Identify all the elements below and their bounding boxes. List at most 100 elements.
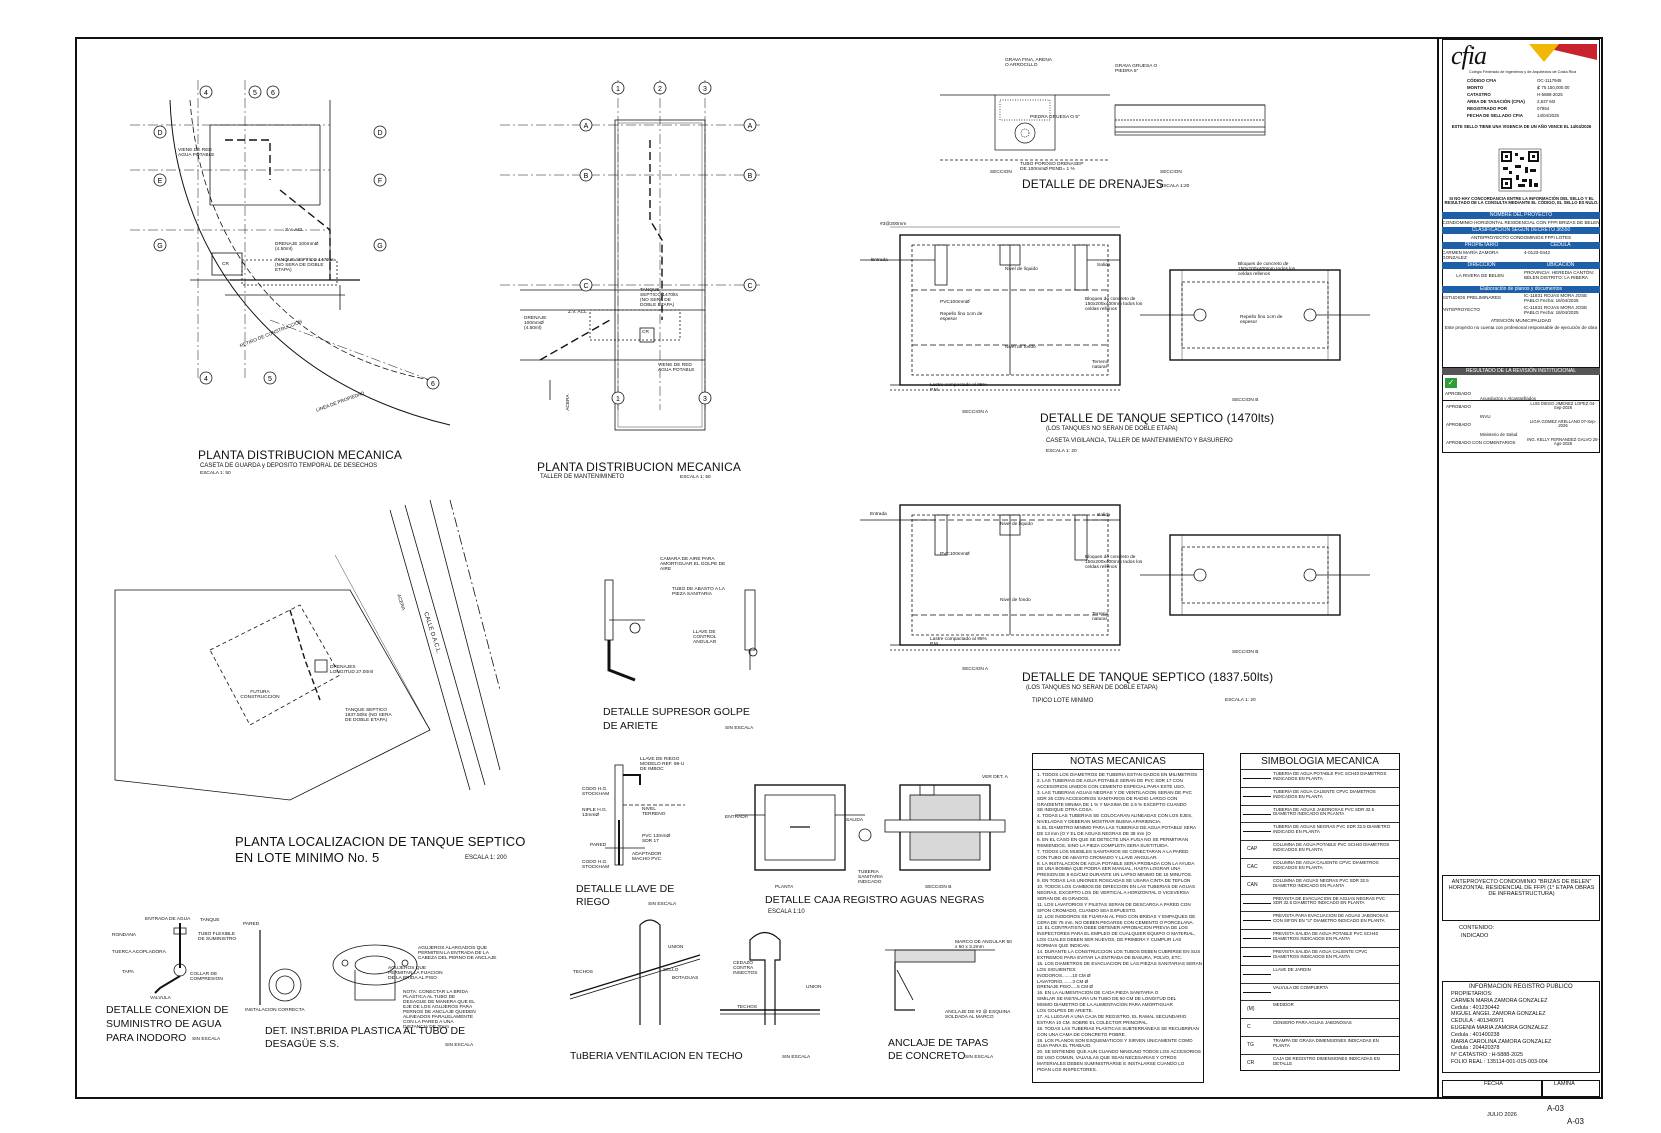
conexion-label-tanque: TANQUE (200, 918, 220, 923)
anclaje-label-marco: MARCO DE ANGULAR 50 x 50 x 3.2mm (955, 940, 1012, 951)
nota-line: CERA DE 75 mm. NO DEBEN PEGARSE CON CEME… (1037, 919, 1194, 925)
brida-label-instalacion: INSTALACION CORRECTA (245, 1008, 305, 1013)
pipe-symbol-icon (1243, 956, 1271, 957)
simbologia-label: TRAMPA DE GRASA DIMENSIONES INDICADAS EN… (1273, 1038, 1379, 1048)
nota-line: 15. LOS DIAMETROS DE EVACUACION DE LAS P… (1037, 960, 1202, 966)
simbologia-row: CAP COLUMNA DE AGUA POTABLE PVC SCH40 DIA… (1241, 840, 1399, 859)
revision-estado: APROBADO (1446, 404, 1471, 409)
registro-box (1442, 981, 1600, 1073)
nota-line: 11. LOS LAVATORIOS Y PILETAS SERAN DE DE… (1037, 901, 1191, 907)
caja-registro-salida: SALIDA (846, 818, 864, 823)
simbologia-row: TUBERIA DE AGUAS NEGRAS PVC SDR 32.5 DIA… (1241, 822, 1399, 841)
tb-band-elaboracion: Elaboración de planos y documentos (1442, 286, 1600, 293)
tanque1837-subtitle: TIPICO LOTE MINIMO (1032, 698, 1094, 704)
simbologia-label: CAJA DE REGISTRO DIMENSIONES INDICADAS E… (1273, 1055, 1380, 1066)
registro-line: PROPIETARIOS: (1451, 991, 1493, 997)
notas-title: NOTAS MECANICAS (1070, 756, 1166, 767)
simbologia-row: TUBERIA DE AGUA CALIENTE CPVC DIAMETROS … (1241, 786, 1399, 806)
drenajes-label-tubo: TUBO POROSO DRENASEP DE 100mmØ PEND= 1 % (1020, 162, 1084, 173)
plan2-axis-bottom: 1 (616, 396, 620, 403)
llave-riego-scale: SIN ESCALA (648, 902, 677, 907)
revision-institucion: Ministerio de Salud (1480, 432, 1518, 437)
conexion-label-tuerca: TUERCA ACOPLADORA (112, 950, 166, 955)
tb-band-revision: RESULTADO DE LA REVISIÓN INSTITUCIONAL (1442, 368, 1600, 375)
llave-riego-label-pvc: PVC 13mmØ SDR 17 (642, 834, 671, 845)
tb-propietario: CARMEN MARÍA ZAMORA GONZALEZ (1442, 250, 1499, 260)
simbologia-code: CAP (1247, 846, 1258, 853)
tanque1837-pvc: PVC100mmØ (940, 552, 970, 557)
supresor-label-camara: CAMARA DE AIRE PARA AMORTIGUAR EL GOLPE … (660, 557, 726, 573)
pipe-symbol-icon (1243, 902, 1271, 904)
tb-lamina: A-03 (1547, 1104, 1564, 1113)
ventilacion-label-cedazo: CEDAZO CONTRA INSECTOS (733, 961, 758, 977)
nota-line: DE USO COMUN, VALVULAS QUE SEAN NECESARI… (1037, 1055, 1177, 1061)
lamina-box (1542, 1080, 1600, 1097)
nota-line: EXTREMOS PARA EVITAR LA ENTRADA DE BASUR… (1037, 954, 1182, 960)
sheet-frame (75, 37, 1603, 1099)
tanque1470-varilla: #3@200mm (880, 222, 907, 227)
tanque1470-repello: Repello fino 1cm de espesor (940, 312, 983, 323)
caja-registro-ver-det: VER DET. A (982, 775, 1008, 780)
plan1-axis: D (377, 130, 382, 137)
simbologia-code: (M) (1247, 1006, 1255, 1013)
tanque1470-entrada: Entrada (871, 258, 888, 263)
plan1-axis: 4 (204, 90, 208, 97)
nota-line: 10. TODOS LOS CAMBIOS DE DIRECCION EN LA… (1037, 884, 1196, 890)
simbologia-title: SIMBOLOGIA MECANICA (1261, 756, 1379, 767)
pipe-symbol-icon (1243, 813, 1271, 815)
tb-band-direccion: DIRECCIÓN (1442, 262, 1521, 269)
tb-atencion: ATENCIÓN MUNICIPALIDAD (1490, 318, 1552, 323)
simbologia-code: CR (1247, 1059, 1255, 1066)
tanque1837-terreno: Terreno natural (1092, 612, 1109, 623)
simbologia-label: PREVISTA SALIDA DE AGUA POTABLE PVC SCH4… (1273, 931, 1379, 942)
nota-line: SIFON CROMADO, CUANDO SEA EXPUESTO. (1037, 907, 1137, 913)
plan1-axis: E (158, 178, 163, 185)
nota-line: MATERIALES DEBEN SUMINISTRARSE E INSTALA… (1037, 1061, 1185, 1067)
nota-line: LOS CUALES DEBEN SER NUEVOS, DE PRIMERA … (1037, 937, 1182, 943)
tanque1837-nivel-fondo: Nivel de fondo (1000, 598, 1031, 603)
brida-title-l2: DESAGÜE S.S. (265, 1038, 340, 1050)
plan1-subtitle: CASETA DE GUARDA y DEPOSITO TEMPORAL DE … (200, 463, 378, 469)
tb-field-value: 2,837 M2 (1537, 99, 1556, 104)
tb-vigencia: ESTE SELLO TIENE UNA VIGENCIA DE UN AÑO … (1451, 124, 1592, 129)
nota-line: 7. TODOS LOS MUEBLES SANITARIOS SE CONEC… (1037, 848, 1189, 854)
simbologia-label: TUBERIA DE AGUA POTABLE PVC SCH40 DIAMET… (1273, 771, 1387, 781)
plan2-axis-left: A (584, 123, 589, 130)
tanque1470-repello-b: Repello fino 1cm de espesor (1240, 315, 1283, 326)
plan1-axis: 6 (271, 90, 275, 97)
tanque1837-salida: Salida (1097, 513, 1111, 518)
simbologia-label: COLUMNA DE AGUA POTABLE PVC SCH40 DIAMET… (1273, 842, 1390, 853)
nota-line: NEGRAS, EXCEPTO LOS DE VERTICAL A HORIZO… (1037, 890, 1190, 895)
simbologia-row: (M) MEDIDOR (1241, 1000, 1399, 1019)
registro-line: N° CATASTRO : H-5888-2025 (1451, 1052, 1524, 1059)
plan1-axis: 6 (431, 381, 435, 388)
llave-riego-title-l2: RIEGO (576, 896, 610, 908)
simbologia-label: MEDIDOR (1273, 1002, 1294, 1008)
plan1-label-drenaje: DRENAJE 100mmØ (4.50ml) (275, 242, 319, 253)
plan1-scale: ESCALA 1: 50 (200, 471, 231, 476)
tanque1470-nivel-fondo: Nivel de fondo (1005, 345, 1036, 350)
brida-scale: SIN ESCALA (445, 1043, 474, 1048)
tb-fecha: JULIO 2026 (1487, 1112, 1517, 1118)
simbologia-row: PREVISTA SALIDA DE AGUA POTABLE PVC SCH4… (1241, 929, 1399, 948)
llave-riego-title-l1: DETALLE LLAVE DE (576, 883, 675, 895)
simbologia-label: VALVULA DE COMPUERTA (1273, 984, 1329, 990)
registro-line: Cedula : 204420378 (1451, 1045, 1500, 1052)
drenajes-label-grava-fina: GRAVA FINA, ARENA O ARROCILLO (1005, 58, 1052, 69)
nota-line: SDR 26 CON ACCESORIOS SANITARIOS DE RADI… (1037, 795, 1178, 801)
localizacion-scale: ESCALA 1: 200 (465, 855, 507, 861)
tb-field-key: REGISTRADO POR (1467, 106, 1508, 111)
plan2-label-acera: ACERA (565, 394, 571, 411)
plan2-axis-left: C (583, 283, 588, 290)
supresor-drawing (604, 579, 758, 682)
simbologia-row: CR CAJA DE REGISTRO DIMENSIONES INDICADAS… (1241, 1053, 1399, 1073)
conexion-label-entrada: ENTRADA DE AGUA (145, 917, 191, 922)
nota-line: SIMILAR SE INSTALARA UN TUBO DE 60 CM DE… (1037, 996, 1177, 1002)
simbologia-label: TUBERIA DE AGUAS JABONOSAS PVC SDR 32.5 … (1273, 806, 1375, 817)
nota-line: DE 13 mm (O Y EL DE AGUAS NEGRAS DE 38 m… (1037, 831, 1151, 836)
tb-field-key: FECHA DE SELLADO CFIA (1467, 113, 1523, 118)
simbologia-row: TUBERIA DE AGUAS JABONOSAS PVC SDR 32.5 … (1241, 804, 1399, 824)
conexion-scale: SIN ESCALA (192, 1037, 221, 1042)
ventilacion-drawing (569, 919, 820, 1025)
brida-label-agujeros2: AGUJEROS QUE PERMITAN LA FIJACION DE LA … (388, 966, 443, 982)
